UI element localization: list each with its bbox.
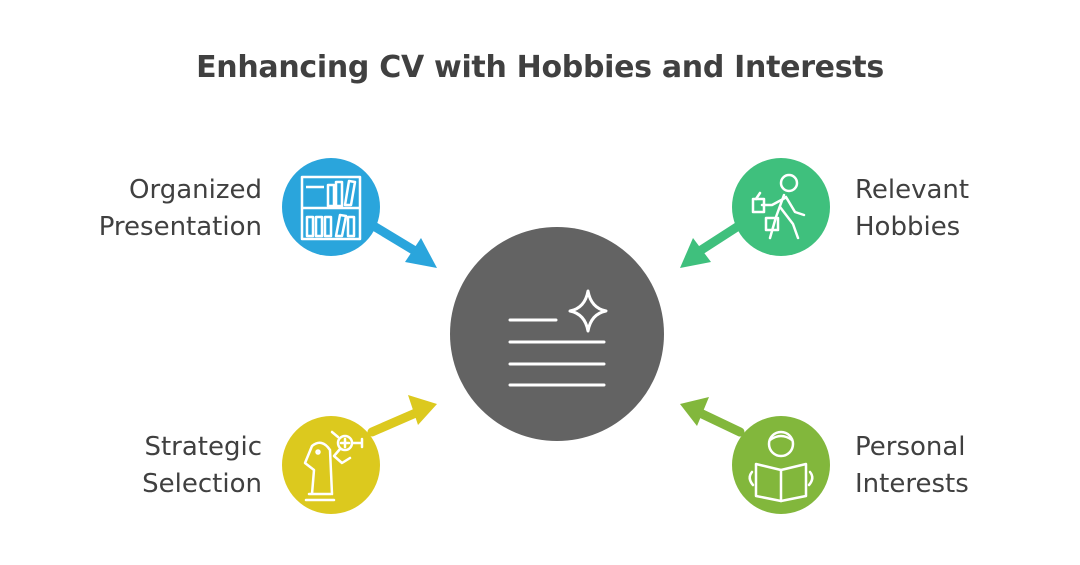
label-relevant-hobbies: Relevant Hobbies — [855, 172, 1080, 246]
arrow-relevant-hobbies — [680, 220, 745, 268]
label-line: Selection — [142, 469, 262, 499]
arrow-personal-interests — [680, 397, 745, 437]
arrow-strategic-selection — [367, 395, 437, 437]
label-line: Interests — [855, 469, 969, 499]
label-line: Organized — [129, 175, 262, 205]
node-relevant-hobbies — [732, 158, 830, 256]
label-line: Hobbies — [855, 212, 961, 242]
center-node — [450, 227, 664, 441]
reading-person-icon — [748, 430, 814, 503]
node-personal-interests — [732, 416, 830, 514]
label-organized-presentation: Organized Presentation — [22, 172, 262, 246]
label-line: Personal — [855, 432, 966, 462]
bookshelf-icon — [300, 175, 362, 241]
diagram-title: Enhancing CV with Hobbies and Interests — [196, 50, 884, 85]
node-strategic-selection — [282, 416, 380, 514]
label-personal-interests: Personal Interests — [855, 429, 1080, 503]
label-strategic-selection: Strategic Selection — [22, 429, 262, 503]
arrow-organized-presentation — [367, 220, 437, 268]
label-line: Presentation — [98, 212, 262, 242]
chess-robot-icon — [303, 430, 364, 502]
node-organized-presentation — [282, 158, 380, 256]
document-sparkle-icon — [508, 289, 608, 387]
label-line: Relevant — [855, 175, 970, 205]
label-line: Strategic — [144, 432, 262, 462]
walking-person-icon — [751, 173, 806, 240]
